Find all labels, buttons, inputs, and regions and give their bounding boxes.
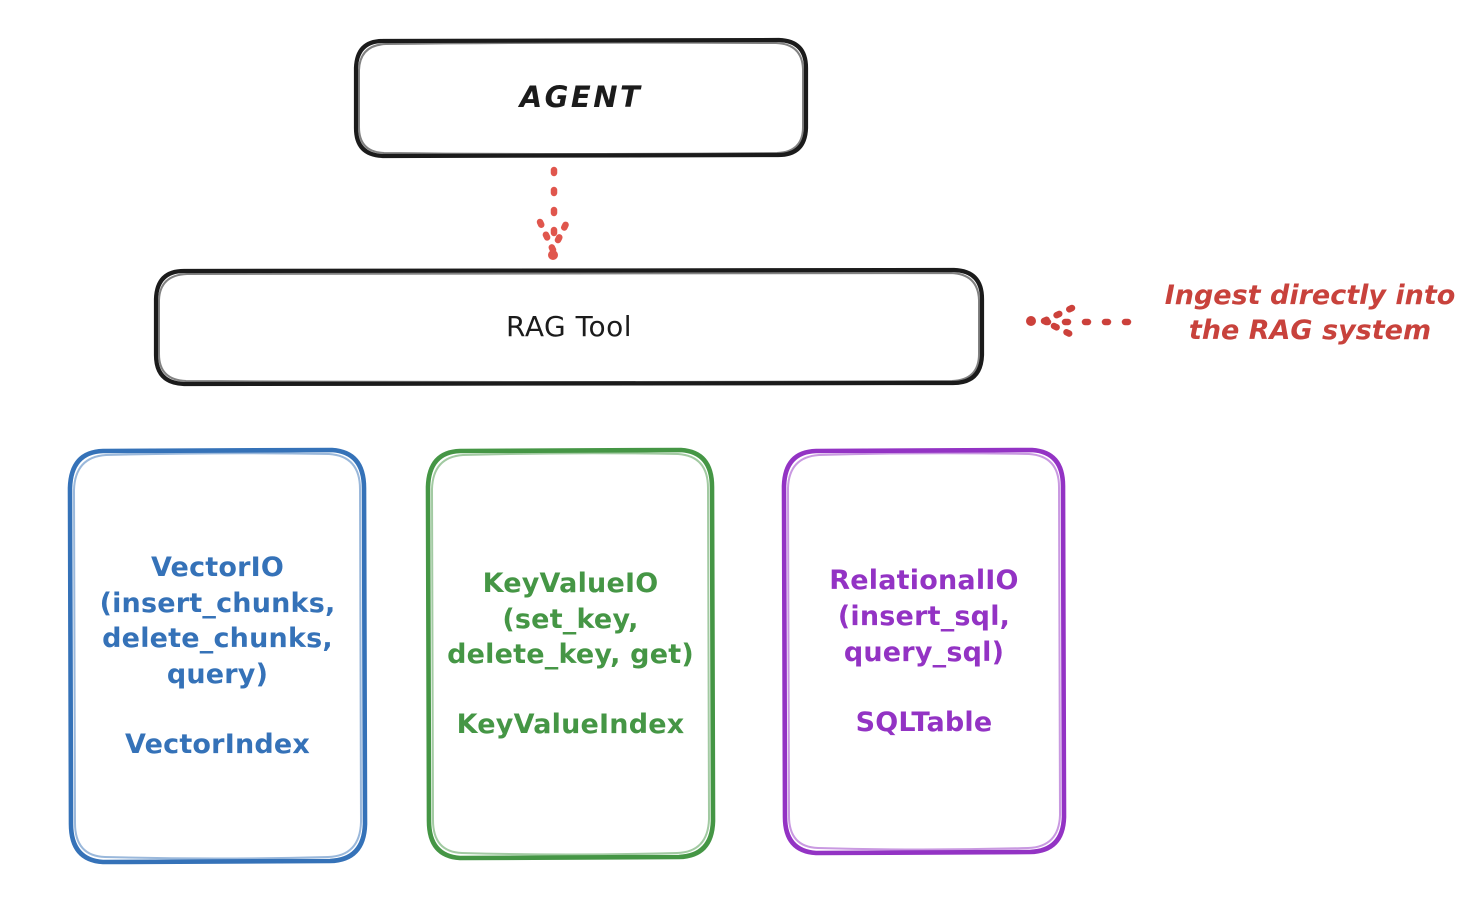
key-value-io-node[interactable]: KeyValueIO (set_key, delete_key, get) Ke… xyxy=(428,450,713,858)
rag-tool-label: RAG Tool xyxy=(506,309,632,343)
agent-node[interactable]: AGENT xyxy=(355,40,807,156)
ingest-dotted-arrow xyxy=(1026,304,1132,339)
agent-label: AGENT xyxy=(519,80,643,115)
key-value-index-label: KeyValueIndex xyxy=(456,709,685,741)
vector-io-node[interactable]: VectorIO (insert_chunks, delete_chunks, … xyxy=(70,450,365,862)
agent-to-rag-dotted-arrow xyxy=(536,166,571,260)
relational-io-label: RelationalIO (insert_sql, query_sql) xyxy=(829,565,1019,668)
sql-table-label: SQLTable xyxy=(855,706,993,738)
key-value-io-label: KeyValueIO (set_key, delete_key, get) xyxy=(447,567,694,671)
vector-io-label: VectorIO (insert_chunks, delete_chunks, … xyxy=(99,551,336,691)
vector-index-label: VectorIndex xyxy=(124,729,311,761)
ingest-annotation-text: Ingest directly into the RAG system xyxy=(1164,280,1456,347)
relational-io-node[interactable]: RelationalIO (insert_sql, query_sql) SQL… xyxy=(785,450,1063,853)
rag-tool-node[interactable]: RAG Tool xyxy=(155,270,983,384)
